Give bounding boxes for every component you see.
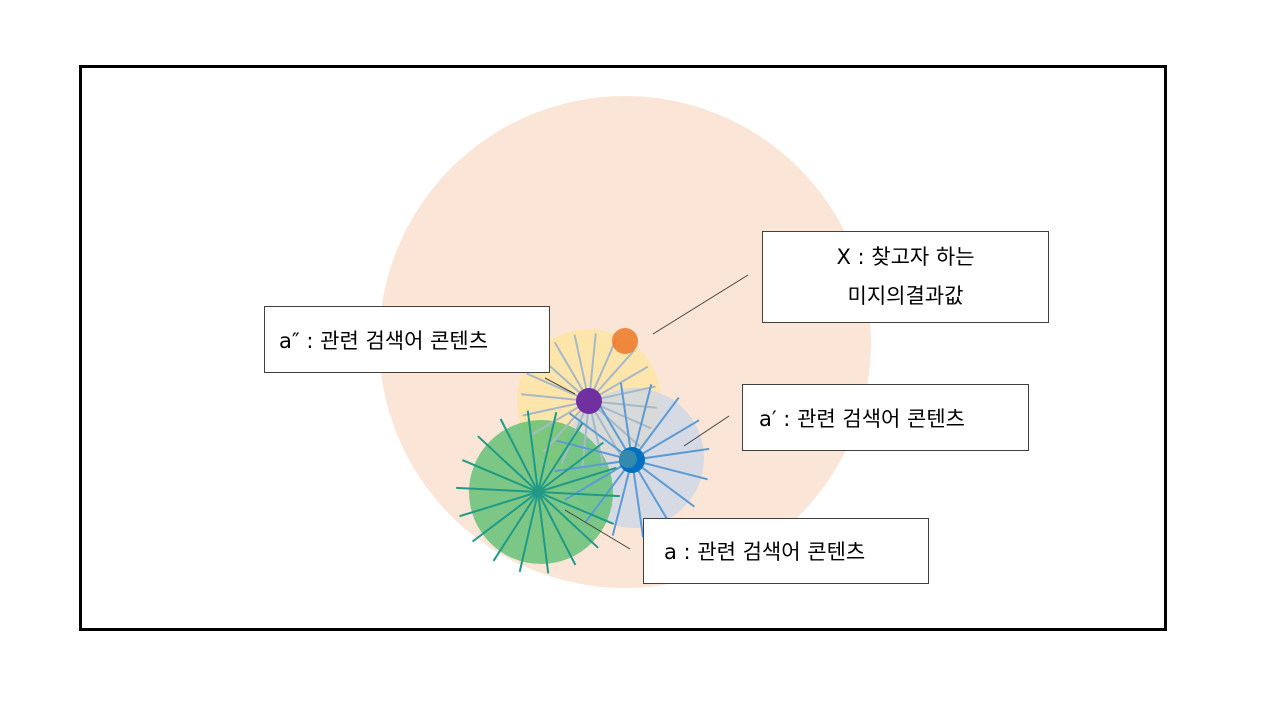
- green-spoke: [537, 491, 577, 566]
- green-spoke: [471, 491, 539, 543]
- x-label-line2: 미지의결과값: [847, 284, 964, 308]
- green-spoke: [477, 435, 539, 493]
- diagram-frame: [79, 65, 1167, 631]
- a-label: a : 관련 검색어 콘텐츠: [664, 540, 866, 564]
- green-spoke: [459, 491, 539, 518]
- green-spoke: [462, 459, 539, 493]
- green-spoke: [537, 441, 605, 493]
- a-double-prime-label: a″ : 관련 검색어 콘텐츠: [279, 328, 489, 353]
- green-spoke: [518, 491, 539, 573]
- x-unknown-result-node: [612, 328, 638, 354]
- a-prime-leader-line: [683, 415, 730, 447]
- a-prime-node-overlap: [619, 450, 637, 468]
- a-prime-label-box: a′ : 관련 검색어 콘텐츠: [742, 384, 1029, 451]
- green-spoke: [537, 466, 617, 493]
- green-spoke: [537, 491, 620, 498]
- green-spoke: [537, 491, 614, 525]
- x-label-line1: X : 찾고자 하는: [836, 245, 975, 269]
- a-label-box: a : 관련 검색어 콘텐츠: [643, 518, 929, 584]
- green-spoke: [526, 410, 539, 493]
- green-spoke: [537, 491, 599, 549]
- green-spoke: [537, 422, 584, 493]
- green-cluster-spokes: [456, 410, 620, 574]
- a-prime-label: a′ : 관련 검색어 콘텐츠: [759, 406, 965, 431]
- blue-spoke: [631, 419, 700, 461]
- green-spoke: [537, 491, 550, 574]
- a-leader-line: [564, 509, 631, 550]
- blue-spoke: [631, 384, 653, 461]
- x-label-box: X : 찾고자 하는 미지의결과값: [762, 231, 1049, 323]
- green-spoke: [492, 491, 539, 562]
- a-double-prime-node: [576, 388, 602, 414]
- green-spoke: [537, 411, 558, 493]
- green-spoke: [456, 486, 539, 493]
- blue-spoke: [631, 459, 708, 481]
- green-spoke: [499, 418, 539, 493]
- a-double-prime-label-box: a″ : 관련 검색어 콘텐츠: [264, 306, 550, 373]
- x-leader-line: [652, 274, 749, 335]
- a-double-prime-leader-line: [544, 377, 576, 395]
- blue-spoke: [611, 459, 633, 536]
- blue-spoke: [631, 459, 673, 528]
